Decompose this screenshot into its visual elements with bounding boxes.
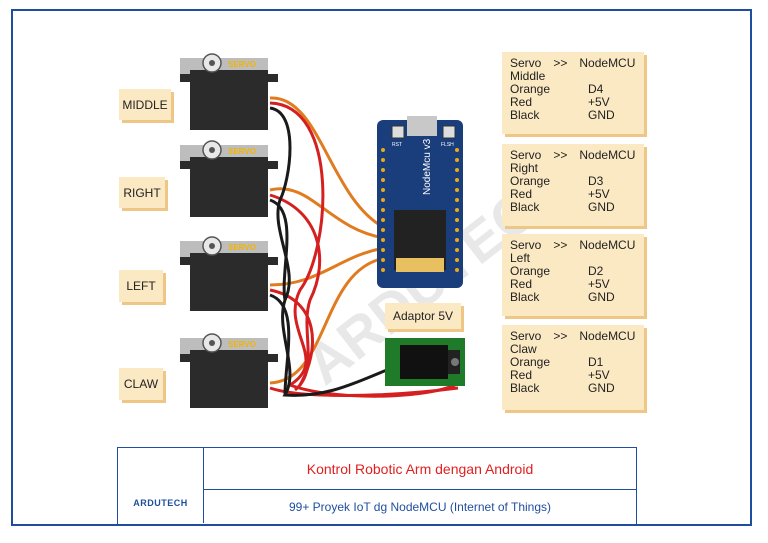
note-wire: Red [510,277,533,291]
note-servo: Servo [510,56,542,70]
note-wire: Orange [510,355,551,369]
note-row: Orange D3 [510,175,644,188]
logo-cell: ARDUTECH [118,448,204,523]
servo-right: SERVO [180,140,278,217]
note-pin: GND [588,200,615,214]
note-servo: Servo [510,148,542,162]
note-right: Servo >> NodeMCU Right Orange D3 Red +5V B… [502,144,644,226]
note-pin: +5V [588,187,610,201]
note-wire: Orange [510,264,551,278]
note-servo: Servo [510,238,542,252]
note-row: Red +5V [510,96,644,109]
note-target: NodeMCU [579,238,636,252]
note-arrow: >> [553,56,568,70]
note-pin: GND [588,381,615,395]
note-wire: Black [510,200,540,214]
note-arrow: >> [553,329,568,343]
board-btn-rst: RST [392,142,402,148]
note-position: Left [510,251,531,265]
note-row: Red +5V [510,188,644,201]
note-position: Claw [510,342,537,356]
note-arrow: >> [553,238,568,252]
servo-label: SERVO [228,243,256,252]
label-middle: MIDDLE [119,89,171,120]
note-wire: Red [510,95,533,109]
note-pin: D1 [588,355,604,369]
note-target: NodeMCU [579,329,636,343]
note-servo: Servo [510,329,542,343]
note-row: Orange D1 [510,356,644,369]
note-wire: Orange [510,174,551,188]
note-header: Servo >> NodeMCU [510,149,644,162]
note-pin: +5V [588,368,610,382]
note-pin: GND [588,108,615,122]
note-row: Black GND [510,382,644,395]
servo-label: SERVO [228,60,256,69]
note-pin: D2 [588,264,604,278]
note-row: Orange D2 [510,265,644,278]
servo-claw: SERVO [180,333,278,408]
footer-box: ARDUTECH Kontrol Robotic Arm dengan Andr… [117,447,637,525]
board-name: NodeMcu v3 [422,138,433,195]
note-wire: Red [510,368,533,382]
note-pin: D3 [588,174,604,188]
note-row: Black GND [510,201,644,214]
note-row: Black GND [510,109,644,122]
note-pin: +5V [588,277,610,291]
note-claw: Servo >> NodeMCU Claw Orange D1 Red +5V Bl… [502,325,644,410]
footer-title: Kontrol Robotic Arm dengan Android [204,448,636,490]
note-target: NodeMCU [579,148,636,162]
note-header: Servo >> NodeMCU [510,330,644,343]
note-arrow: >> [553,148,568,162]
dc-jack [385,338,465,386]
logo-text: ARDUTECH [133,497,188,508]
label-claw: CLAW [119,368,163,400]
label-adaptor: Adaptor 5V [385,303,461,329]
servo-left: SERVO [180,236,278,311]
note-wire: Black [510,108,540,122]
note-header: Servo >> NodeMCU [510,239,644,252]
note-position: Right [510,161,539,175]
note-header: Servo >> NodeMCU [510,57,644,70]
board-btn-flash: FLSH [441,142,454,148]
servo-label: SERVO [228,147,256,156]
note-row: Black GND [510,291,644,304]
label-left: LEFT [119,270,163,302]
servo-middle: SERVO [180,53,278,130]
note-position: Middle [510,69,546,83]
servo-label: SERVO [228,340,256,349]
label-right: RIGHT [119,177,165,208]
footer-subtitle: 99+ Proyek IoT dg NodeMCU (Internet of T… [288,500,552,514]
note-wire: Black [510,290,540,304]
note-wire: Orange [510,82,551,96]
note-left: Servo >> NodeMCU Left Orange D2 Red +5V Bl… [502,234,644,316]
note-pin: GND [588,290,615,304]
note-row: Red +5V [510,369,644,382]
note-wire: Red [510,187,533,201]
nodemcu-board: RST FLSH NodeMcu v3 [377,116,463,288]
note-row: Red +5V [510,278,644,291]
note-wire: Black [510,381,540,395]
note-row: Orange D4 [510,83,644,96]
note-pin: D4 [588,82,604,96]
note-pin: +5V [588,95,610,109]
wires [269,96,459,398]
note-target: NodeMCU [579,56,636,70]
